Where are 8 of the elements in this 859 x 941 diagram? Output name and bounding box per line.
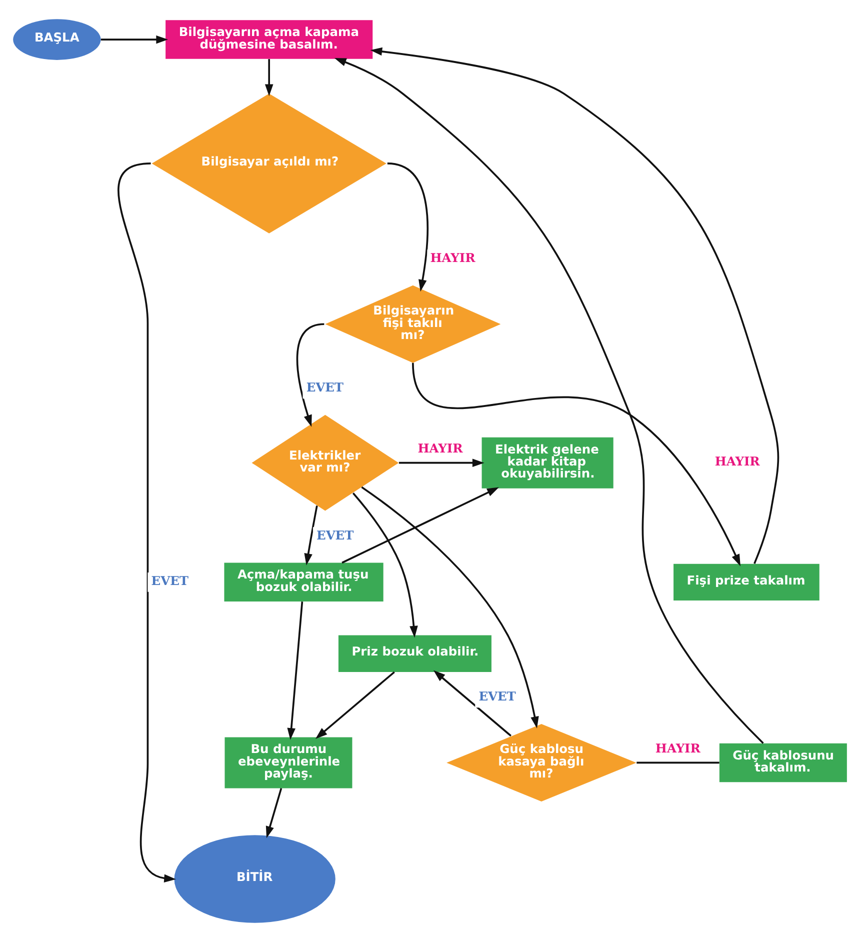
edge-label: HAYIR bbox=[714, 454, 760, 468]
edge-label: EVET bbox=[478, 689, 516, 704]
edge-label: EVET bbox=[306, 380, 344, 394]
edge-label: HAYIR bbox=[654, 741, 700, 756]
edge-label: EVET bbox=[150, 573, 188, 588]
edge-label: EVET bbox=[316, 528, 354, 542]
edge-label: HAYIR bbox=[430, 250, 475, 265]
edge-label: HAYIR bbox=[417, 441, 462, 456]
